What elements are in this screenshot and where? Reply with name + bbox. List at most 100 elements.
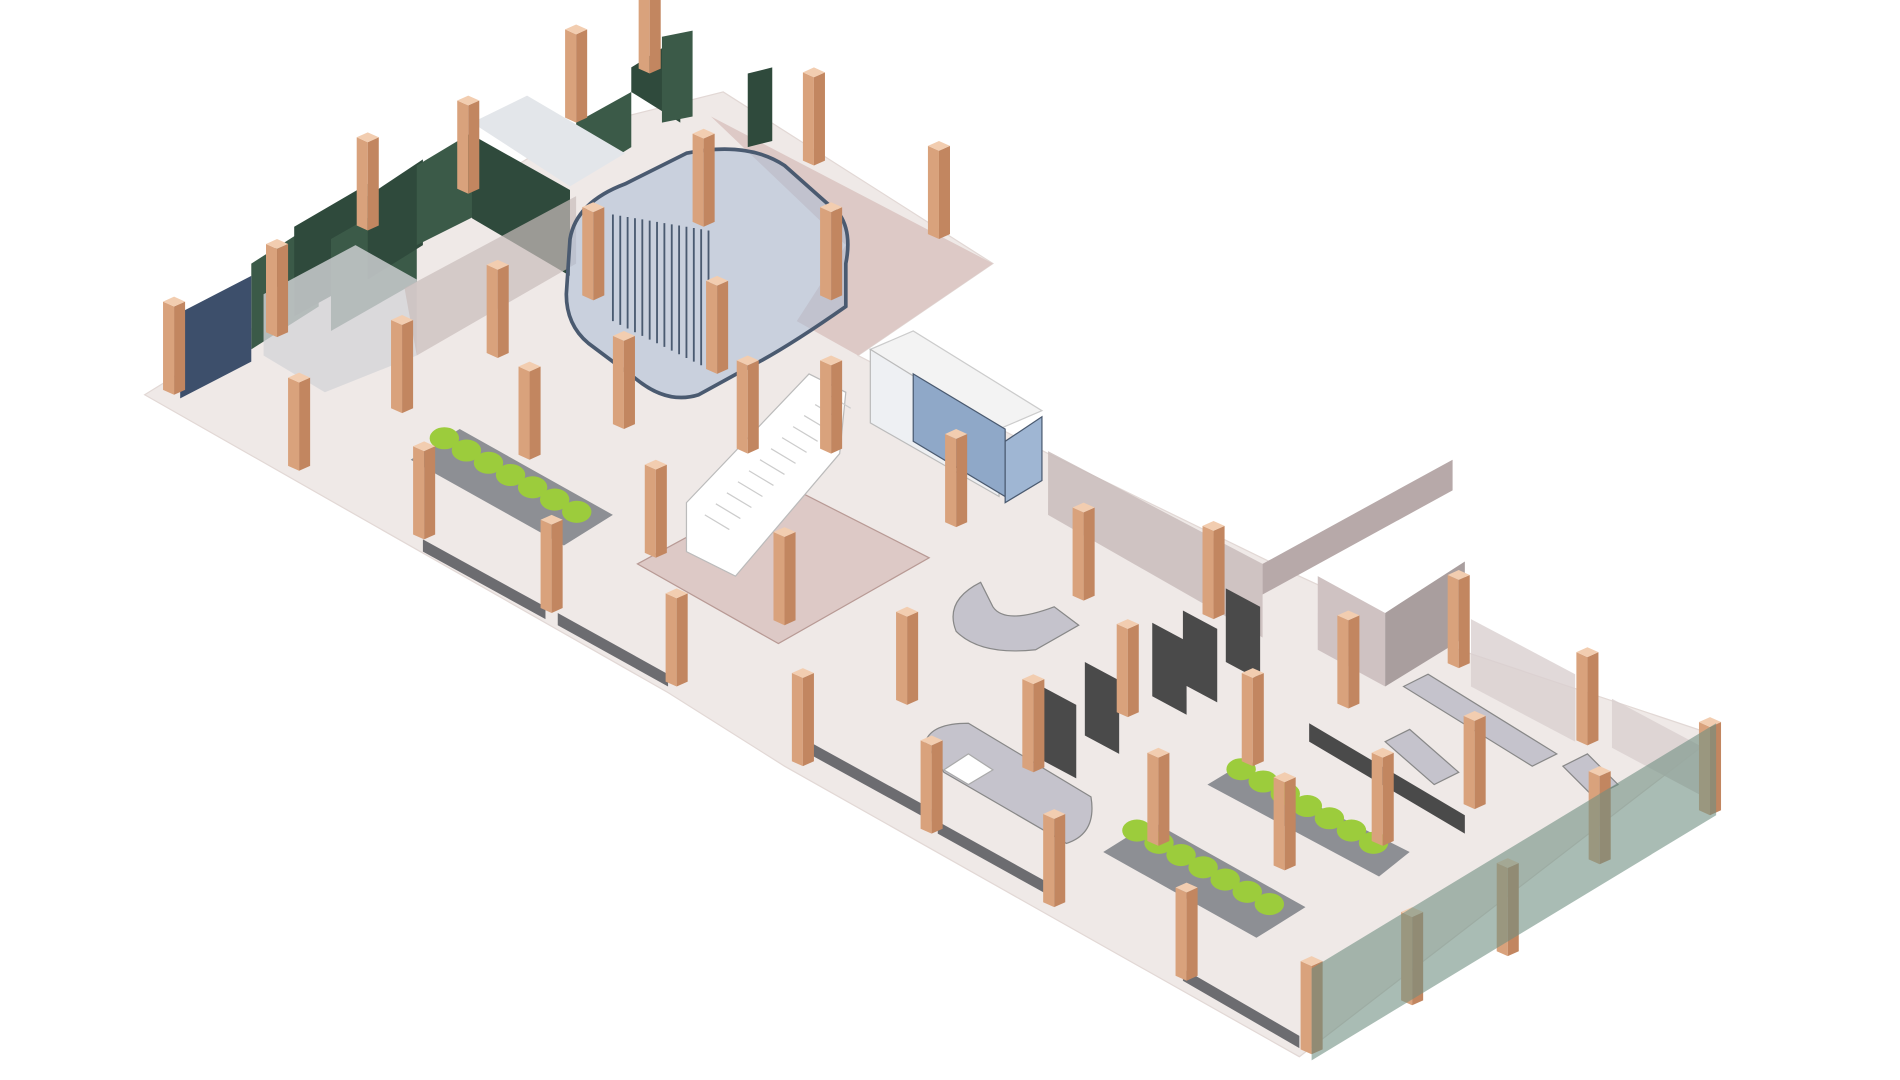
column-side: [1054, 813, 1066, 908]
column-side: [1382, 752, 1394, 846]
bookshelf-wall: [180, 275, 252, 399]
column-side: [649, 0, 661, 74]
column-face: [1337, 615, 1349, 709]
column-face: [1300, 961, 1312, 1055]
column-top: [773, 527, 796, 537]
column-side: [529, 366, 541, 460]
column-side: [402, 319, 414, 414]
column-side: [1474, 715, 1486, 810]
column-face: [565, 29, 577, 123]
column-face: [1463, 715, 1475, 810]
column-face: [356, 137, 368, 231]
column-top: [486, 259, 509, 270]
column-side: [931, 740, 943, 834]
column-face: [1175, 887, 1187, 981]
storage-room: [471, 95, 626, 187]
column-side: [907, 611, 919, 705]
column-face: [612, 335, 624, 430]
window-bench: [937, 821, 1049, 895]
column-side: [1083, 507, 1095, 601]
column-face: [1043, 813, 1055, 908]
column-face: [266, 243, 278, 338]
column-face: [736, 360, 748, 454]
column-face: [1273, 777, 1285, 871]
column-side: [747, 360, 759, 454]
column-face: [391, 319, 403, 414]
plant-foliage: [1166, 844, 1196, 867]
column-top: [1116, 619, 1139, 629]
plant-foliage: [451, 439, 482, 462]
column-side: [299, 377, 311, 471]
plant-foliage: [495, 463, 526, 487]
column-side: [174, 301, 186, 395]
column-face: [413, 446, 425, 540]
service-wall-return: [1262, 459, 1453, 595]
column-side: [277, 243, 289, 338]
column-top: [1072, 502, 1095, 513]
plant-foliage: [1232, 880, 1262, 903]
column-face: [665, 593, 677, 687]
column-face: [1022, 679, 1034, 773]
stair-tread: [726, 492, 752, 509]
column-top: [1463, 711, 1486, 721]
column-face: [486, 264, 498, 358]
meeting-room-wall: [367, 159, 423, 280]
acoustic-screen: [1084, 661, 1120, 754]
column-top: [413, 441, 436, 452]
column-top: [1241, 668, 1264, 678]
plant-foliage: [1254, 893, 1285, 916]
column-top: [920, 735, 943, 746]
column-side: [655, 464, 667, 558]
plant-foliage: [1336, 819, 1367, 842]
booth-seating: [1384, 728, 1460, 786]
column-side: [1127, 623, 1139, 718]
column-face: [773, 532, 785, 626]
plant-foliage: [517, 476, 548, 499]
column-side: [1158, 752, 1170, 846]
stair-tread: [704, 514, 730, 531]
plant-foliage: [1248, 770, 1278, 793]
stair-tread: [715, 503, 741, 520]
curved-sofa: [952, 581, 1080, 652]
column-side: [1252, 673, 1264, 767]
facade-glass-panel: [1311, 723, 1717, 1061]
column-face: [1447, 574, 1459, 669]
plant-foliage: [1314, 807, 1345, 830]
column-top: [612, 330, 635, 341]
column-face: [1576, 652, 1588, 746]
column-face: [820, 207, 832, 301]
stair-tread: [737, 481, 763, 498]
plant-foliage: [1292, 794, 1323, 818]
column-side: [1213, 525, 1225, 620]
stair-tread: [792, 426, 818, 442]
column-face: [896, 611, 908, 705]
column-top: [1447, 570, 1470, 580]
column-top: [791, 668, 814, 678]
column-side: [1587, 652, 1599, 746]
column-side: [468, 100, 480, 194]
acoustic-screen: [1225, 588, 1261, 681]
window-bench: [557, 612, 669, 687]
column-side: [367, 137, 379, 231]
column-top: [163, 296, 186, 307]
column-top: [1147, 747, 1170, 758]
meeting-room-wall: [661, 30, 693, 123]
window-bench: [809, 741, 932, 822]
column-side: [676, 593, 688, 687]
kitchen-block-side: [1385, 561, 1465, 687]
column-side: [497, 264, 509, 358]
glass-meeting-room: [564, 147, 850, 400]
column-top: [1273, 772, 1296, 783]
meeting-room-grey: [263, 245, 417, 393]
column-face: [920, 740, 932, 834]
column-face: [802, 72, 814, 166]
stair-tread: [748, 470, 774, 486]
column-face: [163, 301, 175, 395]
column-side: [1186, 887, 1198, 981]
column-top: [565, 24, 588, 35]
column-face: [1072, 507, 1084, 601]
column-face: [945, 433, 957, 528]
plant-foliage: [562, 500, 592, 523]
column-side: [831, 360, 843, 454]
